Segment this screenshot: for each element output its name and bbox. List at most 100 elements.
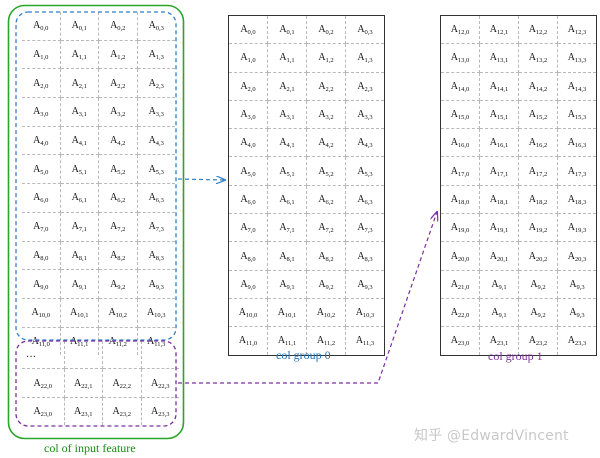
matrix-cell: A5,3 xyxy=(137,154,175,185)
matrix-cell: A15,2 xyxy=(518,100,558,130)
matrix-cell: A5,0 xyxy=(228,156,268,186)
matrix-cell: A10,0 xyxy=(228,298,268,328)
matrix-cell: A0,1 xyxy=(267,15,307,45)
matrix-cell: A18,1 xyxy=(479,185,519,215)
matrix-cell: A3,1 xyxy=(60,97,99,127)
matrix-cell: A9,2 xyxy=(518,298,558,328)
matrix-cell: A10,2 xyxy=(306,298,346,328)
matrix-cell: A5,1 xyxy=(60,154,99,185)
matrix-cell: A2,1 xyxy=(267,72,307,101)
matrix-cell: A22,1 xyxy=(64,368,103,398)
matrix-cell: A16,0 xyxy=(440,128,480,158)
matrix-cell: A7,1 xyxy=(267,213,307,243)
matrix-cell: A15,3 xyxy=(557,100,597,130)
matrix-cell: A10,3 xyxy=(137,298,175,328)
matrix-cell: A0,2 xyxy=(98,12,138,41)
matrix-cell: A12,3 xyxy=(557,15,597,45)
matrix-cell: A7,2 xyxy=(306,213,346,243)
matrix-cell: A15,1 xyxy=(479,100,519,130)
matrix-cell: A13,1 xyxy=(479,43,519,73)
matrix-cell: A4,0 xyxy=(228,128,268,158)
matrix-cell: A11,3 xyxy=(355,335,375,348)
matrix-cell: A8,2 xyxy=(98,241,138,271)
matrix-cell: A22,2 xyxy=(102,368,142,398)
matrix-cell: A19,3 xyxy=(557,213,597,243)
matrix-cell: A6,2 xyxy=(306,185,346,215)
matrix-cell: A20,0 xyxy=(440,241,480,271)
matrix-cell: A0,3 xyxy=(345,15,385,45)
matrix-cell: A1,2 xyxy=(306,43,346,73)
matrix-cell: A1,2 xyxy=(98,40,138,70)
matrix-cell: A4,1 xyxy=(267,128,307,158)
arrow-to-group-0 xyxy=(177,179,225,180)
matrix-cell: A5,2 xyxy=(306,156,346,186)
matrix-cell: A17,0 xyxy=(440,156,480,186)
matrix-cell: A13,0 xyxy=(440,43,480,73)
matrix-cell: A17,1 xyxy=(479,156,519,186)
matrix-cell: A9,0 xyxy=(228,270,268,299)
matrix-cell: A23,1 xyxy=(64,397,103,426)
matrix-cell: A10,0 xyxy=(22,298,61,328)
matrix-cell: A7,3 xyxy=(137,212,175,242)
matrix-cell: A23,1 xyxy=(479,326,519,356)
matrix-cell: A4,3 xyxy=(137,126,175,156)
matrix-cell: A18,0 xyxy=(440,185,480,215)
matrix-cell: A8,3 xyxy=(137,241,175,271)
matrix-cell: A17,2 xyxy=(518,156,558,186)
matrix-cell: A22,0 xyxy=(22,368,65,398)
matrix-cell: A0,0 xyxy=(228,15,268,45)
matrix-cell: A3,2 xyxy=(98,97,138,127)
matrix-cell: A22,0 xyxy=(440,298,480,328)
matrix-cell: A0,1 xyxy=(60,12,99,41)
matrix-cell: A8,1 xyxy=(267,241,307,271)
matrix-cell: A12,0 xyxy=(440,15,480,45)
input-feature-caption: col of input feature xyxy=(44,441,136,455)
matrix-cell: A1,3 xyxy=(137,40,175,70)
matrix-cell: A13,2 xyxy=(518,43,558,73)
matrix-cell: A8,2 xyxy=(306,241,346,271)
matrix-cell: A22,3 xyxy=(141,368,179,398)
matrix-cell: A6,1 xyxy=(267,185,307,215)
matrix-cell: A23,2 xyxy=(102,397,142,426)
matrix-cell: A10,1 xyxy=(60,298,99,328)
matrix-cell: A20,2 xyxy=(518,241,558,271)
matrix-cell: A5,1 xyxy=(267,156,307,186)
matrix-cell: A18,2 xyxy=(518,185,558,215)
matrix-cell: A21,0 xyxy=(440,270,480,299)
matrix-cell: A9,3 xyxy=(345,270,385,299)
matrix-cell: A7,0 xyxy=(228,213,268,243)
matrix-cell: A14,3 xyxy=(557,72,597,101)
matrix-cell: A2,1 xyxy=(60,68,99,99)
matrix-cell: A10,1 xyxy=(267,298,307,328)
matrix-cell: A2,2 xyxy=(306,72,346,101)
matrix-cell: A6,0 xyxy=(22,183,61,213)
matrix-cell: A5,2 xyxy=(98,154,138,185)
matrix-cell: A3,3 xyxy=(137,97,175,127)
matrix-cell: A23,3 xyxy=(567,335,587,348)
watermark: 知乎 @EdwardVincent xyxy=(414,428,569,444)
matrix-cell: A11,0 xyxy=(228,326,268,356)
